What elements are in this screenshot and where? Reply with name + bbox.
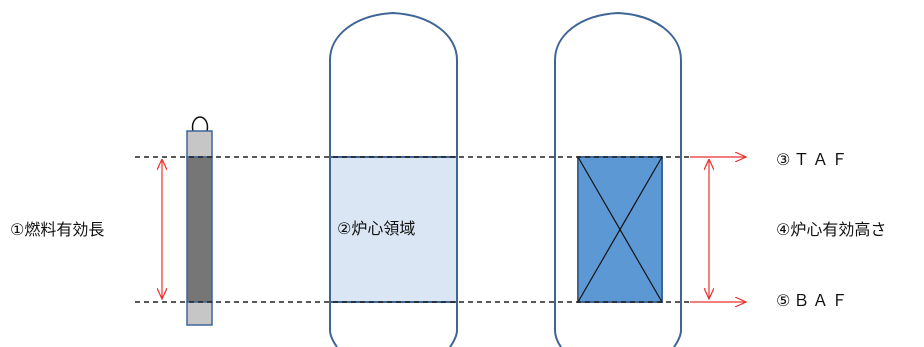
taf-label: ③ＴＡＦ [776,150,851,169]
core-effective-height-label: ④炉心有効高さ [776,220,887,239]
fuel-effective-length-label: ①燃料有効長 [10,220,105,239]
vessel-outline [329,11,458,347]
fuel-rod-active-section [186,156,213,303]
core-block-diagonal-2 [577,156,663,303]
fuel-rod [186,116,213,326]
core-region-fill [330,157,457,302]
reactor-vessel-core-region [329,11,458,347]
vessel-outline-left [330,302,360,347]
core-region-label: ②炉心領域 [337,219,416,238]
baf-label: ⑤ＢＡＦ [776,291,851,310]
fuel-rod-spring [191,116,209,132]
fuel-rod-bottom-cap [186,301,213,326]
vessel-outline-2 [554,11,682,347]
fuel-rod-top-cap [186,130,213,158]
reactor-vessel-effective-core [554,11,682,347]
